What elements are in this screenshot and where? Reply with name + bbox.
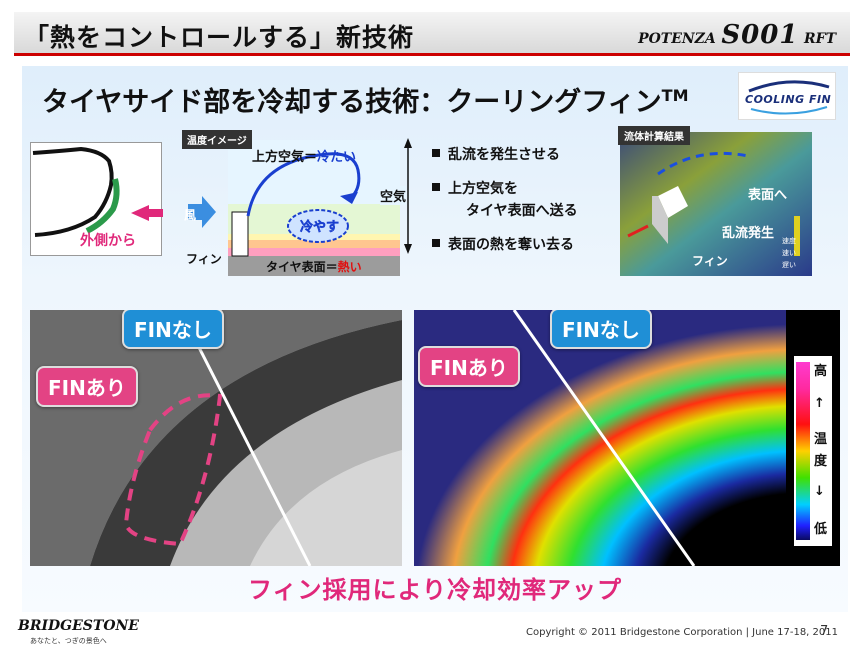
- arrow-down-icon: ↓: [814, 484, 825, 499]
- potenza-logo: POTENZA S001 RFT: [638, 20, 836, 50]
- fin-label: フィン: [186, 252, 222, 266]
- slide-subtitle: タイヤサイド部を冷却する技術：クーリングフィンTM: [42, 86, 689, 118]
- scale-low-label: 低: [814, 522, 828, 537]
- cfd-result-image: 流体計算結果 表面へ 乱流発生 フィン 速度 速い 遅い: [618, 126, 814, 278]
- tire-sidewall-photo: FINなし FINあり: [30, 310, 402, 566]
- cooling-fin-logo: COOLING FIN: [738, 72, 836, 120]
- header-bar: 「熱をコントロールする」新技術 POTENZA S001 RFT: [14, 12, 850, 56]
- wind-label: 風: [184, 208, 197, 222]
- bullet-item: 表面の熱を奪い去る: [432, 234, 574, 254]
- swoosh-icon: [748, 80, 830, 115]
- scale-temp-label-2: 度: [814, 454, 828, 469]
- turbulence-label: 乱流発生: [722, 226, 775, 241]
- tire-cross-section-sketch: [30, 142, 163, 256]
- upper-air-label: 上方空気＝冷たい: [252, 150, 357, 165]
- page-number: 7: [820, 624, 829, 639]
- fin-with-tag-right: FINあり: [418, 346, 520, 387]
- speed-legend-slow: 遅い: [782, 261, 796, 269]
- speed-legend-title: 速度: [782, 237, 796, 245]
- footer-tagline: あなたと、つぎの景色へ: [30, 637, 107, 645]
- cfd-fin-label: フィン: [692, 254, 728, 268]
- fin-shape: [231, 211, 249, 257]
- cfd-badge: 流体計算結果: [618, 126, 690, 145]
- thermal-image: FINなし FINあり 高 ↑ 温 度 ↓ 低: [414, 310, 840, 566]
- outside-label: 外側から: [80, 233, 136, 249]
- copyright-text: Copyright © 2011 Bridgestone Corporation…: [526, 627, 838, 638]
- tire-surface-label: タイヤ表面＝熱い: [266, 260, 362, 274]
- scale-temp-label-1: 温: [814, 432, 828, 447]
- temperature-diagram: 温度イメージ 上方空気＝冷たい 冷やす 風 空気 フィン タイヤ表面＝熱い: [168, 130, 426, 280]
- arrow-left-icon: [131, 205, 163, 221]
- speed-legend-fast: 速い: [782, 249, 796, 257]
- conclusion-text: フィン採用により冷却効率アップ: [247, 576, 623, 604]
- fin-with-tag-left: FINあり: [36, 366, 138, 407]
- cool-label: 冷やす: [300, 220, 340, 236]
- content-panel: タイヤサイド部を冷却する技術：クーリングフィンTM COOLING FIN 外側…: [22, 66, 848, 612]
- curve-arrow-icon: [340, 192, 358, 204]
- bullet-item: 乱流を発生させる: [432, 144, 560, 164]
- tire-profile-drawing: [32, 146, 163, 237]
- air-label: 空気: [380, 186, 407, 205]
- bullet-item-continued: タイヤ表面へ送る: [466, 203, 578, 219]
- fin-none-tag-left: FINなし: [122, 310, 224, 349]
- wind-arrow-icon: [188, 196, 216, 228]
- temperature-gradient: [796, 362, 810, 540]
- bullet-item: 上方空気を: [432, 178, 518, 198]
- fin-highlight-outline: [123, 393, 223, 547]
- to-surface-label: 表面へ: [748, 188, 788, 203]
- fin-block: [658, 186, 688, 218]
- slide-title: 「熱をコントロールする」新技術: [24, 23, 415, 52]
- arrow-up-icon: ↑: [814, 396, 825, 411]
- fin-none-tag-right: FINなし: [550, 310, 652, 349]
- temperature-scale: 高 ↑ 温 度 ↓ 低: [794, 356, 832, 546]
- scale-high-label: 高: [814, 364, 828, 379]
- temperature-image-badge: 温度イメージ: [182, 130, 252, 149]
- bridgestone-logo: BRIDGESTONE: [18, 618, 139, 634]
